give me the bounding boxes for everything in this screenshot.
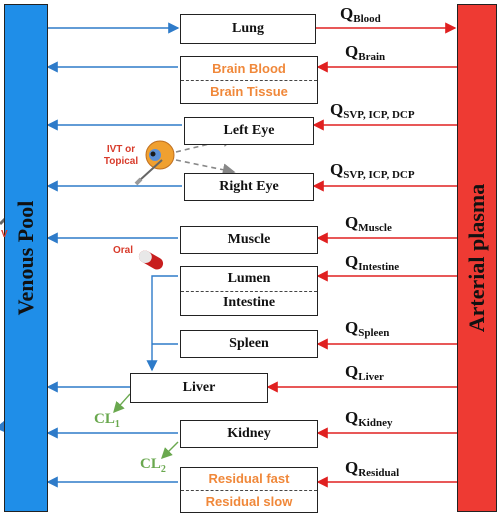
venous-pool: Venous Pool: [4, 4, 48, 512]
residual-slow-label: Residual slow: [205, 493, 293, 509]
cl2-label: CL2: [140, 456, 166, 475]
arterial-plasma: Arterial plasma: [457, 4, 497, 512]
q-muscle-label: QMuscle: [345, 213, 392, 234]
iv-label: V: [1, 229, 8, 240]
q-kidney-label: QKidney: [345, 408, 393, 429]
lumen-label: Lumen: [227, 270, 271, 286]
lung-box: Lung: [180, 14, 316, 44]
intestine-to-liver-arrow: [146, 275, 178, 372]
residual-fast-label: Residual fast: [208, 471, 290, 487]
kidney-clearance-arrow: [161, 441, 179, 459]
brain-blood-label: Brain Blood: [212, 60, 286, 76]
q-liver-label: QLiver: [345, 362, 384, 383]
q-blood-label: QBlood: [340, 4, 381, 25]
pill-icon: [138, 250, 164, 270]
q-spleen-label: QSpleen: [345, 318, 390, 339]
brain-tissue-label: Brain Tissue: [210, 84, 288, 100]
q-brain-label: QBrain: [345, 42, 386, 63]
liver-box: Liver: [130, 373, 268, 403]
muscle-label: Muscle: [227, 232, 271, 247]
oral-label: Oral: [113, 245, 134, 256]
spleen-box: Spleen: [180, 330, 318, 358]
kidney-box: Kidney: [180, 420, 318, 448]
ivt-topical-label: IVT or Topical: [103, 144, 139, 167]
arterial-plasma-label: Arterial plasma: [464, 183, 489, 333]
q-svp-right-label: QSVP, ICP, DCP: [330, 160, 415, 181]
left-eye-box: Left Eye: [184, 117, 314, 145]
brain-box: Brain Blood Brain Tissue: [180, 56, 318, 104]
lung-label: Lung: [232, 21, 264, 36]
q-intestine-label: QIntestine: [345, 252, 400, 273]
left-eye-label: Left Eye: [223, 123, 275, 138]
eye-icon: [145, 140, 175, 170]
kidney-label: Kidney: [227, 426, 271, 441]
liver-clearance-arrow: [113, 393, 131, 414]
residual-box: Residual fast Residual slow: [180, 467, 318, 513]
right-eye-box: Right Eye: [184, 173, 314, 201]
right-eye-label: Right Eye: [219, 179, 279, 194]
intestine-label: Intestine: [222, 295, 276, 311]
spleen-label: Spleen: [229, 336, 269, 351]
muscle-box: Muscle: [180, 226, 318, 254]
venous-pool-label: Venous Pool: [13, 200, 38, 316]
cl1-label: CL1: [94, 411, 120, 430]
syringe-icon: [134, 159, 163, 186]
liver-label: Liver: [182, 380, 216, 395]
intestine-box: Lumen Intestine: [180, 266, 318, 316]
q-svp-left-label: QSVP, ICP, DCP: [330, 100, 415, 121]
ivt-to-righteye-dashed-arrow: [175, 159, 236, 176]
q-residual-label: QResidual: [345, 458, 400, 479]
